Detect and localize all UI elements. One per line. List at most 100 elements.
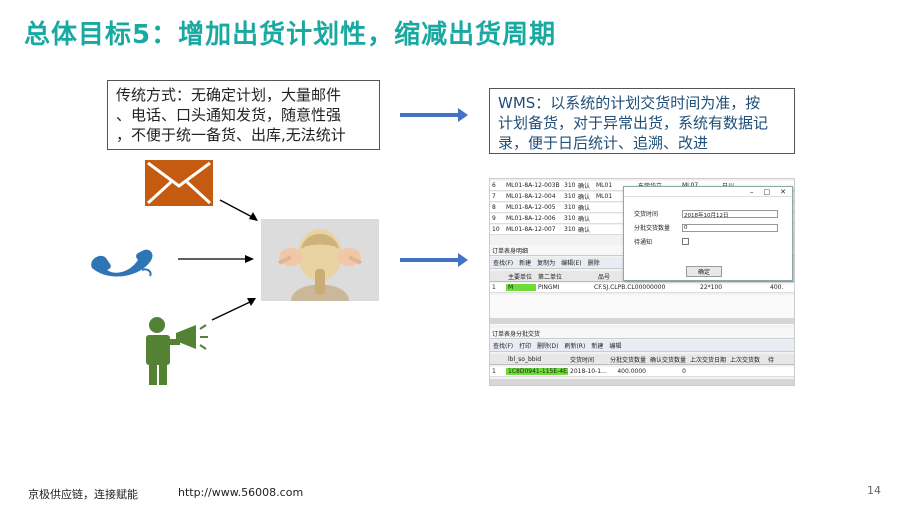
toolbar-find[interactable]: 查找(F) [493,260,514,267]
row-cell: 310 [564,204,576,211]
table-row[interactable]: 1 1C8D0941-115E-4E.. 2018-10-1... 400.00… [490,367,794,377]
toolbar-find[interactable]: 查找(F) [493,343,514,350]
horizontal-scrollbar[interactable] [490,379,794,385]
footer-slogan: 京极供应链，连接赋能 [28,488,138,501]
row-cell: 310 [564,215,576,222]
wms-method-box: WMS：以系统的计划交货时间为准，按 计划备货，对于异常出货，系统有数据记 录，… [489,88,795,154]
toolbar-copy[interactable]: 复制为 [537,260,556,267]
toolbar-delete[interactable]: 删除(D) [537,343,559,350]
section-batch-delivery: 订单表身分批交货 [490,328,794,339]
date-label: 交货时间 [634,211,659,218]
wms-line: 计划备货，对于异常出货，系统有数据记 [498,114,769,132]
row-cell: ML01 [596,193,613,200]
row-cell: 确认 [578,227,591,234]
traditional-line: 、电话、口头通知发货，随意性强 [116,106,342,124]
row-cell: 400.0000 [617,368,646,375]
row-cell: 22*100 [700,284,723,291]
arrow-phone-to-photo [178,255,254,263]
date-row: 交货时间 2018年10月12日 [634,209,778,219]
footer-url[interactable]: http://www.56008.com [178,486,304,499]
toolbar-refresh[interactable]: 刷新(R) [564,343,586,350]
row-cell: CF.SJ.CLPB.CL00000000 [594,284,666,291]
row-cell: 400. [770,284,784,291]
row-cell: 0 [682,368,686,375]
section-title: 订单表身明细 [492,247,529,255]
confirm-button[interactable]: 确定 [686,266,722,277]
row-cell: 310 [564,226,576,233]
row-cell: 310 [564,182,576,189]
header-cell: 交货时间 [570,356,595,364]
arrow-right-middle [400,253,468,267]
traditional-line: 传统方式：无确定计划，大量邮件 [116,86,342,104]
row-cell: 确认 [578,194,591,201]
batch-delivery-dialog: – □ ✕ 交货时间 2018年10月12日 分批交货数量 0 待通知 确定 [623,186,793,281]
traditional-line: ，不便于统一备货、出库,无法统计 [116,126,346,144]
toolbar-delete[interactable]: 删除 [587,260,600,267]
qty-row: 分批交货数量 0 [634,223,778,232]
notify-row: 待通知 [634,237,689,246]
toolbar-new[interactable]: 新建 [591,343,604,350]
notify-checkbox[interactable] [682,238,689,245]
header-cell: lbl_so_bbid [508,355,542,363]
row-cell: 6 [492,182,496,189]
row-cell: 1 [492,284,496,291]
qty-label: 分批交货数量 [634,225,671,232]
header-cell: 确认交货数量 [650,356,687,364]
row-cell: 确认 [578,205,591,212]
header-cell: 上次交货数 [730,356,761,364]
qty-input[interactable]: 0 [682,223,778,232]
header-cell: 第二单位 [538,273,563,281]
row-cell: 10 [492,226,500,233]
row-cell: M [506,284,536,291]
header-cell: 上次交货日期 [690,356,727,364]
maximize-icon[interactable]: □ [763,187,771,196]
wms-screenshot: 6ML01-8A-12-003B310确认ML01东莞华立ML07日川7ML01… [489,178,795,386]
phone-icon [91,249,153,277]
row-cell: ML07 [680,182,720,189]
table2-header: lbl_so_bbid 交货时间 分批交货数量 确认交货数量 上次交货日期 上次… [490,354,794,365]
arrow-person-to-photo [211,298,256,321]
wms-line: 录，便于日后统计、追溯、改进 [498,134,709,152]
row-cell: ML01-8A-12-006 [506,215,556,222]
close-icon[interactable]: ✕ [780,187,786,196]
row-cell: 9 [492,215,496,222]
minimize-icon[interactable]: – [750,187,754,196]
row-cell: ML01-8A-12-004 [506,193,556,200]
wms-line: WMS：以系统的计划交货时间为准，按 [498,94,761,112]
notify-label: 待通知 [634,239,653,246]
section-title: 订单表身分批交货 [492,330,541,338]
row-cell: ML01-8A-12-007 [506,226,556,233]
table-row[interactable]: 1 M PINGMI CF.SJ.CLPB.CL00000000 22*100 … [490,283,794,293]
header-cell: 品号 [598,273,611,281]
row-cell: ML01 [596,182,613,189]
woman-covering-ears-photo [261,219,379,301]
header-cell: 分批交货数量 [610,356,647,364]
toolbar-edit[interactable]: 编辑 [609,343,622,350]
row-cell: 1 [492,368,496,375]
page-number: 14 [867,484,881,497]
row-cell: 2018-10-1... [570,368,607,375]
horizontal-scrollbar[interactable] [490,318,794,324]
row-cell: ML01-8A-12-003B [506,182,560,189]
row-cell: 7 [492,193,496,200]
toolbar-new[interactable]: 新建 [519,260,532,267]
toolbar-print[interactable]: 打印 [519,343,532,350]
traditional-method-box: 传统方式：无确定计划，大量邮件 、电话、口头通知发货，随意性强 ，不便于统一备货… [107,80,380,150]
row-cell: PINGMI [538,284,560,291]
megaphone-person-icon [146,317,208,385]
mail-icon [145,160,213,206]
row-cell: 310 [564,193,576,200]
row-cell: ML01-8A-12-005 [506,204,556,211]
row-cell: 8 [492,204,496,211]
arrow-mail-to-photo [219,199,258,221]
header-cell: 待 [768,356,775,364]
row-cell: 确认 [578,183,591,190]
toolbar-batch-delivery: 查找(F) 打印 删除(D) 刷新(R) 新建 编辑 [490,340,794,352]
slide-title: 总体目标5：增加出货计划性，缩减出货周期 [24,20,557,50]
dialog-titlebar: – □ ✕ [624,187,792,197]
date-input[interactable]: 2018年10月12日 [682,209,778,219]
row-cell: 1C8D0941-115E-4E.. [506,368,568,375]
row-cell: 确认 [578,216,591,223]
toolbar-edit[interactable]: 编辑(E) [561,260,582,267]
header-cell: 主要单位 [508,273,533,281]
